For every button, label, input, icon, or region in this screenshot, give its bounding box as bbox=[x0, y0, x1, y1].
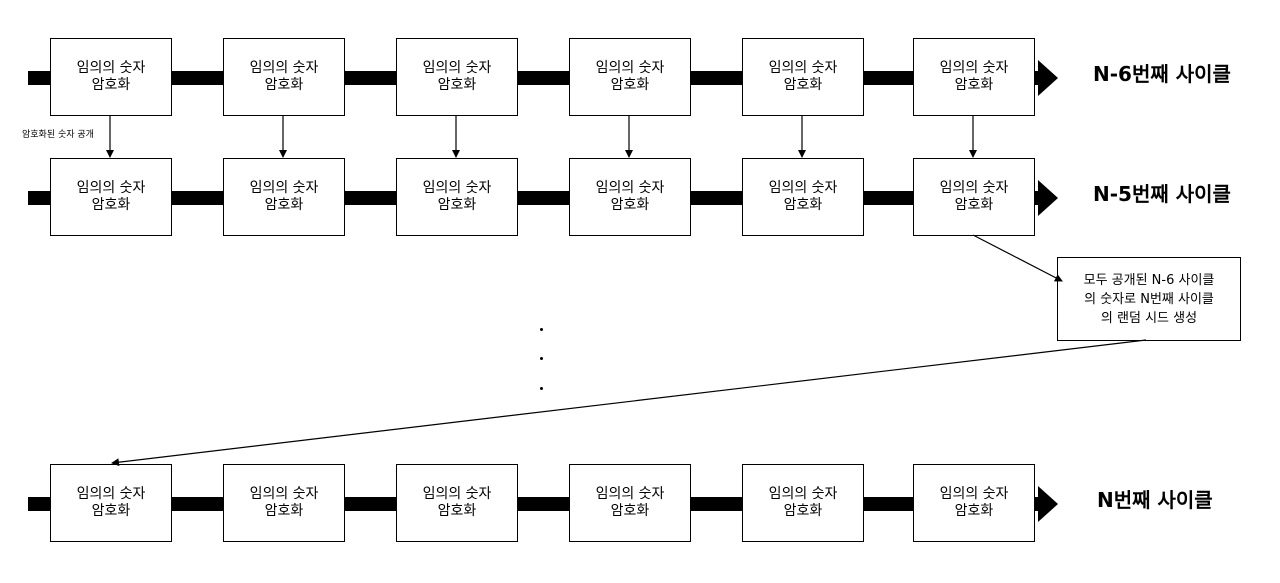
encrypt-box: 임의의 숫자 암호화 bbox=[742, 158, 864, 236]
encrypt-box: 임의의 숫자 암호화 bbox=[913, 464, 1035, 542]
seed-output-arrow bbox=[111, 339, 1147, 467]
cycle-label: N번째 사이클 bbox=[1097, 488, 1213, 512]
timeline-arrowhead bbox=[1038, 180, 1058, 216]
ellipsis-dot bbox=[540, 328, 543, 331]
encrypt-box: 임의의 숫자 암호화 bbox=[223, 38, 345, 116]
encrypt-box: 임의의 숫자 암호화 bbox=[569, 464, 691, 542]
encrypt-box: 임의의 숫자 암호화 bbox=[742, 38, 864, 116]
encrypt-box: 임의의 숫자 암호화 bbox=[913, 158, 1035, 236]
reveal-note: 암호화된 숫자 공개 bbox=[22, 130, 94, 140]
encrypt-box: 임의의 숫자 암호화 bbox=[569, 38, 691, 116]
ellipsis-dot bbox=[540, 387, 543, 390]
cycle-row-n: 임의의 숫자 암호화 임의의 숫자 암호화 임의의 숫자 암호화 임의의 숫자 … bbox=[0, 464, 1280, 544]
encrypt-box: 임의의 숫자 암호화 bbox=[50, 38, 172, 116]
encrypt-box: 임의의 숫자 암호화 bbox=[569, 158, 691, 236]
cycle-label: N-5번째 사이클 bbox=[1093, 182, 1231, 206]
encrypt-box: 임의의 숫자 암호화 bbox=[396, 464, 518, 542]
timeline-arrowhead bbox=[1038, 486, 1058, 522]
ellipsis-dots bbox=[538, 320, 546, 400]
encrypt-box: 임의의 숫자 암호화 bbox=[396, 158, 518, 236]
seed-input-arrow bbox=[972, 234, 1063, 282]
encrypt-box: 임의의 숫자 암호화 bbox=[396, 38, 518, 116]
encrypt-box: 임의의 숫자 암호화 bbox=[50, 464, 172, 542]
encrypt-box: 임의의 숫자 암호화 bbox=[742, 464, 864, 542]
timeline-arrowhead bbox=[1038, 60, 1058, 96]
encrypt-box: 임의의 숫자 암호화 bbox=[223, 158, 345, 236]
encrypt-box: 임의의 숫자 암호화 bbox=[223, 464, 345, 542]
cycle-label: N-6번째 사이클 bbox=[1093, 62, 1231, 86]
cycle-row-n-6: 임의의 숫자 암호화 임의의 숫자 암호화 임의의 숫자 암호화 임의의 숫자 … bbox=[0, 38, 1280, 118]
ellipsis-dot bbox=[540, 357, 543, 360]
seed-note-box: 모두 공개된 N-6 사이클 의 숫자로 N번째 사이클 의 랜덤 시드 생성 bbox=[1057, 257, 1241, 341]
cycle-row-n-5: 임의의 숫자 암호화 임의의 숫자 암호화 임의의 숫자 암호화 임의의 숫자 … bbox=[0, 158, 1280, 238]
encrypt-box: 임의의 숫자 암호화 bbox=[913, 38, 1035, 116]
encrypt-box: 임의의 숫자 암호화 bbox=[50, 158, 172, 236]
